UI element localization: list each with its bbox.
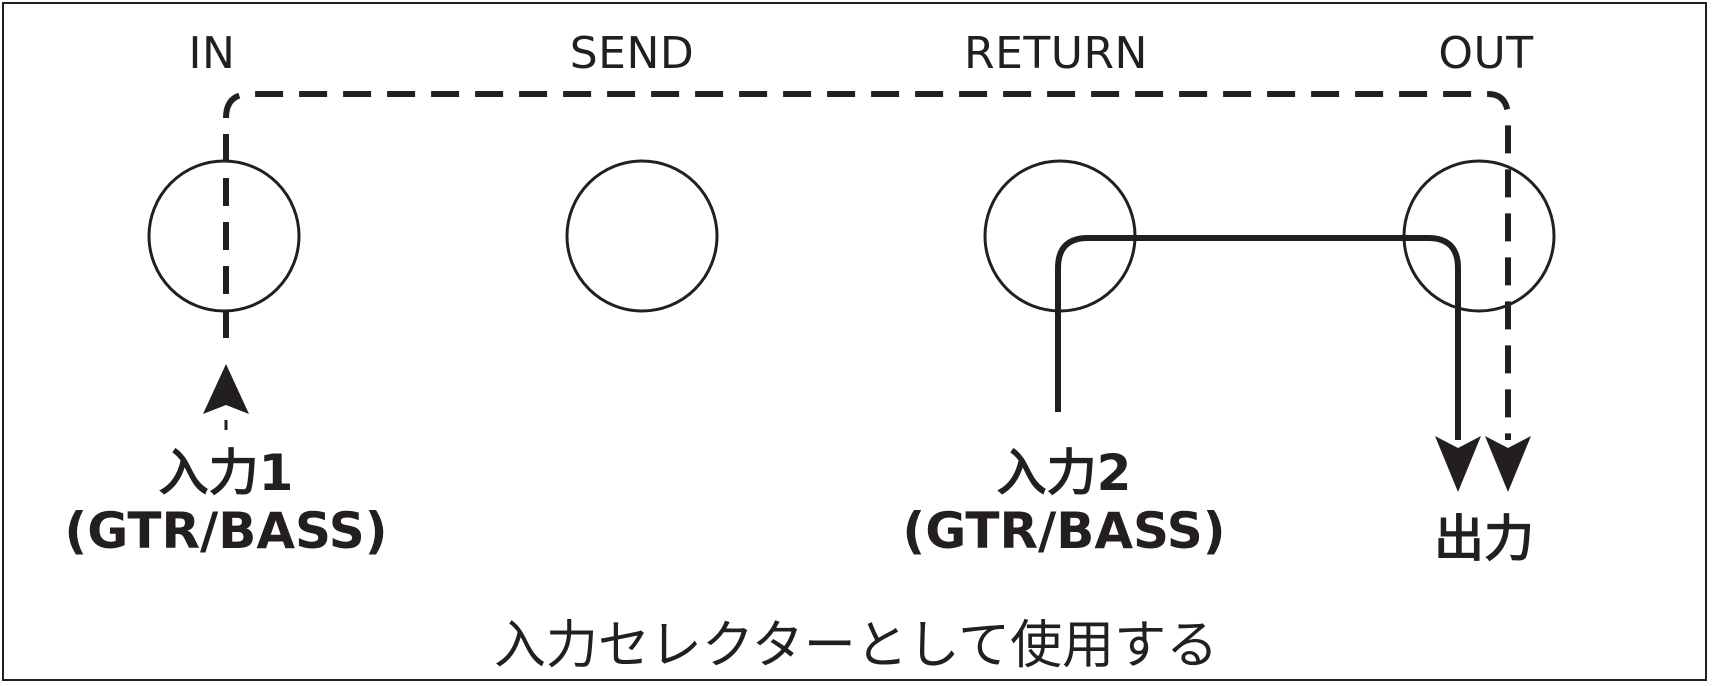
input1-arrowhead [203, 364, 249, 414]
output-label: 出力 [1434, 510, 1534, 568]
output-name: 出力 [1434, 510, 1534, 568]
output-dashed-arrowhead [1485, 436, 1531, 492]
input2-solid-signal-path [1055, 235, 1461, 440]
input2-name: 入力2 [996, 444, 1132, 502]
input2-type: (GTR/BASS) [902, 502, 1226, 560]
send-jack [565, 159, 719, 313]
output-solid-arrowhead [1435, 436, 1481, 492]
input1-label: 入力1 (GTR/BASS) [64, 444, 387, 560]
input1-name: 入力1 [158, 444, 294, 502]
send-jack-label: SEND [569, 28, 695, 79]
out-jack-label: OUT [1438, 28, 1534, 79]
input1-dashed-signal-path [223, 91, 1511, 440]
in-jack-label: IN [188, 28, 236, 79]
return-jack-label: RETURN [964, 28, 1148, 79]
input1-type: (GTR/BASS) [64, 502, 388, 560]
diagram-caption: 入力セレクターとして使用する [493, 616, 1219, 676]
input2-label: 入力2 (GTR/BASS) [902, 444, 1225, 560]
